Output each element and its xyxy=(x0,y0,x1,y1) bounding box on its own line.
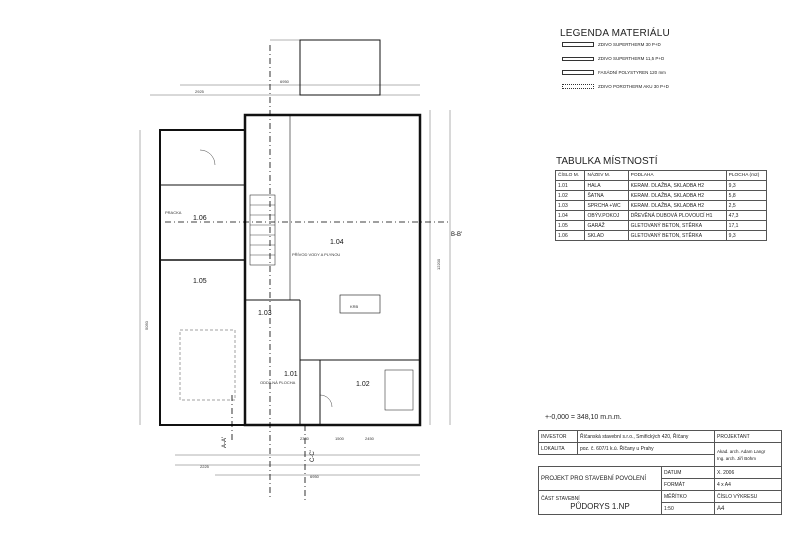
dimension-texts: 6950 2925 12200 6950 2225 2330 1500 2450… xyxy=(144,79,441,479)
dim-bottom-mid3: 2450 xyxy=(365,436,375,441)
floor-plan: 6950 2925 12200 6950 2225 2330 1500 2450… xyxy=(139,39,462,500)
stamp-lokalita-value: poz. č. 607/1 k.ú. Říčany u Prahy xyxy=(577,442,715,455)
legend-swatch xyxy=(562,42,594,47)
rooms-table-header: ČÍSLO M. NÁZEV M. PODLAHA PLOCHA (m2) xyxy=(554,170,768,181)
stamp-projektant-1: Akad. arch. Adam Langr xyxy=(717,448,766,454)
section-marker-c: C-C' xyxy=(310,450,316,462)
stamp-project-stage: PROJEKT PRO STAVEBNÍ POVOLENÍ xyxy=(538,466,662,491)
stamp-format-label: FORMÁT xyxy=(661,478,715,491)
legend-item: ZDIVO SUPERTHERM 11,5 P+D xyxy=(562,56,664,61)
room-label-1-01: 1.01 xyxy=(284,371,298,378)
stamp-format-value: 4 x A4 xyxy=(714,478,782,491)
room-label-1-02: 1.02 xyxy=(356,381,370,388)
room-label-1-05: 1.05 xyxy=(193,278,207,285)
note-privod: PŘÍVOD VODY A PLYNOU xyxy=(292,252,340,257)
room-label-1-06: 1.06 xyxy=(193,215,207,222)
legend-swatch xyxy=(562,84,594,89)
note-krb: KRB xyxy=(350,304,359,309)
plan-notes: PRACKA PŘÍVOD VODY A PLYNOU KRB ODDÍLNÁ … xyxy=(165,210,359,385)
stamp-lokalita-label: LOKALITA xyxy=(538,442,578,455)
stamp-projektant-label: PROJEKTANT xyxy=(714,430,782,443)
dim-left-total: 5050 xyxy=(144,320,149,330)
section-marker-b: B-B' xyxy=(451,232,462,238)
legend-item: ZDIVO POROTHERM AKU 30 P+D xyxy=(562,84,669,89)
stamp-meritko-value: 1:50 xyxy=(661,502,715,515)
stamp-datum-value: X. 2006 xyxy=(714,466,782,479)
title-block: INVESTOR Říčanská stavební s.r.o., Smiři… xyxy=(538,430,782,515)
stamp-cast-label: ČÁST STAVEBNÍ xyxy=(541,495,580,502)
stamp-meritko-label: MĚŘÍTKO xyxy=(661,490,715,503)
legend-item: ZDIVO SUPERTHERM 30 P+D xyxy=(562,42,661,47)
dimension-lines xyxy=(139,39,451,476)
dim-bottom-total: 6950 xyxy=(310,474,320,479)
stamp-cislo-label: ČÍSLO VÝKRESU xyxy=(714,490,782,503)
legend-title: LEGENDA MATERIÁLU xyxy=(560,28,670,39)
room-labels: 1.01 1.02 1.03 1.04 1.05 1.06 xyxy=(193,215,370,388)
stamp-investor-label: INVESTOR xyxy=(538,430,578,443)
dim-right-total: 12200 xyxy=(436,258,441,270)
section-lines xyxy=(165,45,450,500)
dim-top-left: 2925 xyxy=(195,89,205,94)
stamp-investor-value: Říčanská stavební s.r.o., Smiřických 420… xyxy=(577,430,715,443)
rooms-table: ČÍSLO M. NÁZEV M. PODLAHA PLOCHA (m2) 1.… xyxy=(554,170,768,241)
stamp-cislo-value: A4 xyxy=(714,502,782,515)
dim-top-overall: 6950 xyxy=(280,79,290,84)
walls xyxy=(159,39,422,427)
section-markers: B-B' A-A' C-C' xyxy=(222,232,462,462)
note-oddilna: ODDÍLNÁ PLOCHA xyxy=(260,380,296,385)
legend-swatch xyxy=(562,56,594,61)
dim-bottom-mid2: 1500 xyxy=(335,436,345,441)
legend-item: FASÁDNÍ POLYSTYREN 120 mm xyxy=(562,70,666,75)
note-pracka: PRACKA xyxy=(165,210,182,215)
dim-bottom-left: 2225 xyxy=(200,464,210,469)
stamp-datum-label: DATUM xyxy=(661,466,715,479)
room-label-1-03: 1.03 xyxy=(258,310,272,317)
room-label-1-04: 1.04 xyxy=(330,239,344,246)
section-marker-a: A-A' xyxy=(222,437,228,448)
rooms-table-title: TABULKA MÍSTNOSTÍ xyxy=(556,156,658,167)
elevation-note: +-0,000 = 348,10 m.n.m. xyxy=(545,414,622,421)
legend-swatch xyxy=(562,70,594,75)
stamp-drawing-title: PŮDORYS 1.NP xyxy=(570,501,630,511)
stamp-projektant-2: Ing. arch. Jiří Böhm xyxy=(717,455,757,461)
